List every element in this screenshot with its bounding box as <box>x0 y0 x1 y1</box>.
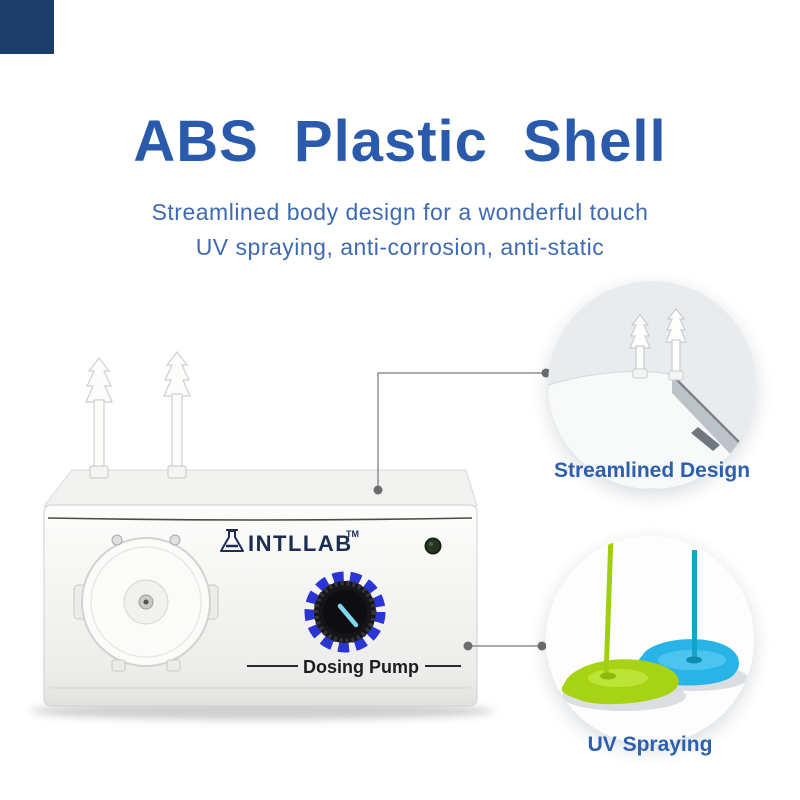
closeup-fitting-right <box>665 308 687 381</box>
trademark-symbol: TM <box>346 529 359 539</box>
callout-photo-streamlined <box>548 281 756 489</box>
callout-dot <box>373 485 383 495</box>
subtitle-line-2: UV spraying, anti-corrosion, anti-static <box>195 234 605 260</box>
callout-photo-uv-spraying <box>546 536 754 744</box>
screw-icon <box>169 534 181 546</box>
brand-logo: INTLLAB TM <box>220 529 359 556</box>
tube-fitting-left <box>85 357 113 479</box>
blue-paint-stream <box>692 550 697 660</box>
closeup-fitting-left <box>629 314 651 379</box>
model-label: Dosing Pump <box>303 657 419 677</box>
callout-connectors <box>373 368 551 651</box>
brand-name: INTLLAB <box>248 531 353 556</box>
power-led <box>424 537 442 555</box>
page-title: ABS Plastic Shell <box>133 109 667 174</box>
tube-fitting-right <box>163 351 191 479</box>
callout-label-uv-spraying: UV Spraying <box>587 733 713 756</box>
vent-mark <box>691 427 720 451</box>
screw-icon <box>111 534 123 546</box>
uv-spray-closeup <box>546 536 754 744</box>
knob-pointer <box>337 603 359 628</box>
callout-dot <box>463 641 473 651</box>
knob-blue-ring <box>304 571 386 653</box>
control-knob[interactable] <box>304 571 386 653</box>
lid-seam-line <box>47 517 473 521</box>
green-paint-stream <box>603 539 614 677</box>
model-label-group: Dosing Pump <box>247 657 461 677</box>
streamlined-closeup <box>548 281 756 489</box>
subtitle-line-1: Streamlined body design for a wonderful … <box>151 199 649 225</box>
pump-head <box>73 534 219 672</box>
corner-accent-square <box>0 0 54 54</box>
callout-dot <box>537 641 547 651</box>
callout-label-streamlined: Streamlined Design <box>553 459 751 482</box>
